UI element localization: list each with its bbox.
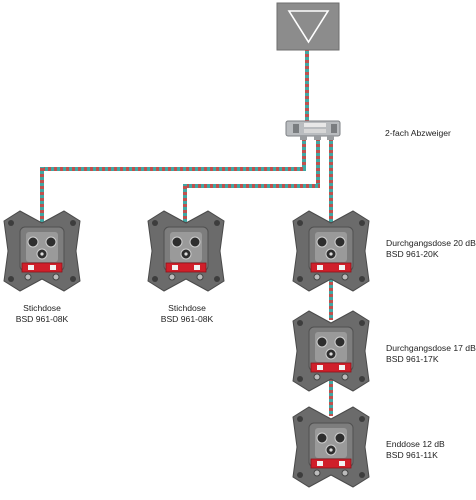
outlet-name: Stichdose xyxy=(168,303,206,313)
outlet-name: Durchgangsdose 20 dB xyxy=(386,238,476,248)
outlet-label-2: Stichdose BSD 961-08K xyxy=(145,303,229,325)
splitter-label: 2-fach Abzweiger xyxy=(385,128,451,138)
outlet-label-5: Enddose 12 dB BSD 961-11K xyxy=(386,439,445,461)
outlet-model: BSD 961-08K xyxy=(15,314,69,324)
outlets xyxy=(3,210,370,488)
antenna-socket-outlet xyxy=(292,210,370,292)
outlet-name: Enddose 12 dB xyxy=(386,439,445,449)
amplifier-box xyxy=(276,2,340,51)
outlet-model: BSD 961-08K xyxy=(160,314,214,324)
antenna-socket-outlet xyxy=(292,406,370,488)
outlet-label-3: Durchgangsdose 20 dB BSD 961-20K xyxy=(386,238,476,260)
outlet-label-4: Durchgangsdose 17 dB BSD 961-17K xyxy=(386,343,476,365)
outlet-name: Stichdose xyxy=(23,303,61,313)
antenna-socket-outlet xyxy=(3,210,81,292)
antenna-socket-outlet xyxy=(147,210,225,292)
amplifier-triangle-icon xyxy=(287,10,330,44)
outlet-model: BSD 961-20K xyxy=(386,249,439,259)
outlet-model: BSD 961-11K xyxy=(386,450,438,460)
outlet-label-1: Stichdose BSD 961-08K xyxy=(0,303,84,325)
outlet-model: BSD 961-17K xyxy=(386,354,439,364)
cables xyxy=(40,50,333,416)
outlet-name: Durchgangsdose 17 dB xyxy=(386,343,476,353)
splitter-device xyxy=(285,120,341,140)
antenna-socket-outlet xyxy=(292,310,370,392)
